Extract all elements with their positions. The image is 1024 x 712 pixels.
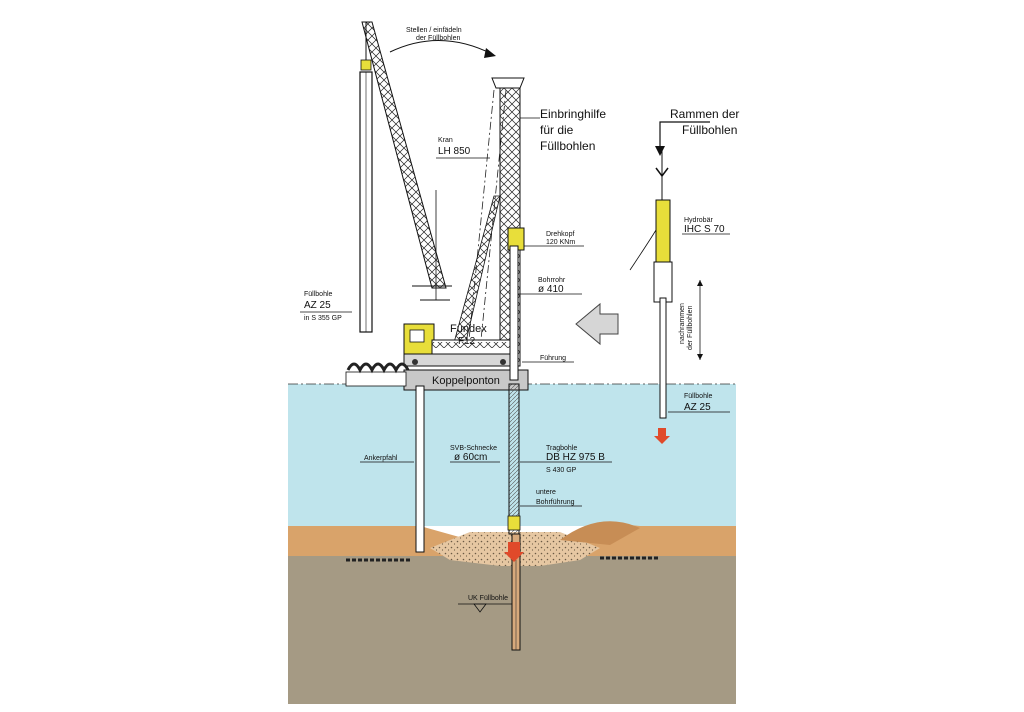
einbringhilfe-label-3: Füllbohlen [540,139,595,153]
drehkopf-value-label: 120 KNm [546,239,575,246]
koppelponton-label: Koppelponton [432,375,500,387]
tragbohle-label-3: S 430 GP [546,467,577,474]
hydrobaer-type-label: IHC S 70 [684,224,725,235]
process-pointer-arrow [575,302,619,346]
tragbohle-label-2: DB HZ 975 B [546,452,605,463]
rammen-label-2: Füllbohlen [682,123,737,137]
hydrobaer-label: Hydrobär [684,217,713,224]
tragbohle-label-1: Tragbohle [546,445,577,452]
rammen-label-1: Rammen der [670,107,739,121]
einbringhilfe-label-1: Einbringhilfe [540,107,606,121]
fuellbohle-left-label-3: in S 355 GP [304,315,342,322]
nachrammen-dim-bottom [697,354,703,360]
uk-fuellbohle-label: UK Füllbohle [468,595,508,602]
stellen-arrowhead [484,48,496,58]
drehkopf-label: Drehkopf [546,231,574,238]
untere-label-1: untere [536,489,556,496]
fuellbohle-left-label-1: Füllbohle [304,291,333,298]
nachrammen-label-1: nachrammen [679,303,686,344]
fundex-label-2: F12 [458,336,476,347]
kran-label: Kran [438,137,453,144]
dredge-mound [560,521,640,545]
rammen-arrowhead [655,146,665,156]
svb-label-2: ø 60cm [454,452,487,463]
uk-fuellbohle-marker [473,603,487,613]
ankerpfahl-pile [415,385,425,553]
fuellbohle-left-label-2: AZ 25 [304,300,331,311]
down-arrow-drill [504,542,524,562]
hydrobaer-ihc-s70 [629,150,673,419]
fundex-f12 [403,77,525,367]
fuellbohle-right-label-1: Füllbohle [684,393,713,400]
koppelponton [345,362,529,391]
bohrrohr-label: Bohrrohr [538,277,566,284]
svb-auger [507,245,521,651]
fuehrung-label: Führung [540,355,566,362]
ankerpfahl-label: Ankerpfahl [364,455,398,462]
fundex-label-1: Fundex [450,323,487,335]
down-arrow-hammer [654,428,670,444]
nachrammen-dim-top [697,280,703,286]
crane-lh850 [359,21,452,333]
stellen-label-1: Stellen / einfädeln [406,27,462,34]
stellen-label-2: der Füllbohlen [416,35,460,42]
untere-label-2: Bohrführung [536,499,575,506]
fuellbohle-right-label-2: AZ 25 [684,402,711,413]
leader-lines [300,117,730,507]
nachrammen-label-2: der Füllbohlen [687,306,694,350]
bohrrohr-value-label: ø 410 [538,284,564,295]
stellen-curved-arrow [389,40,493,55]
rammen-arrow [659,121,710,150]
svb-label-1: SVB-Schnecke [450,445,497,452]
einbringhilfe-label-2: für die [540,123,574,137]
kran-type-label: LH 850 [438,146,471,157]
